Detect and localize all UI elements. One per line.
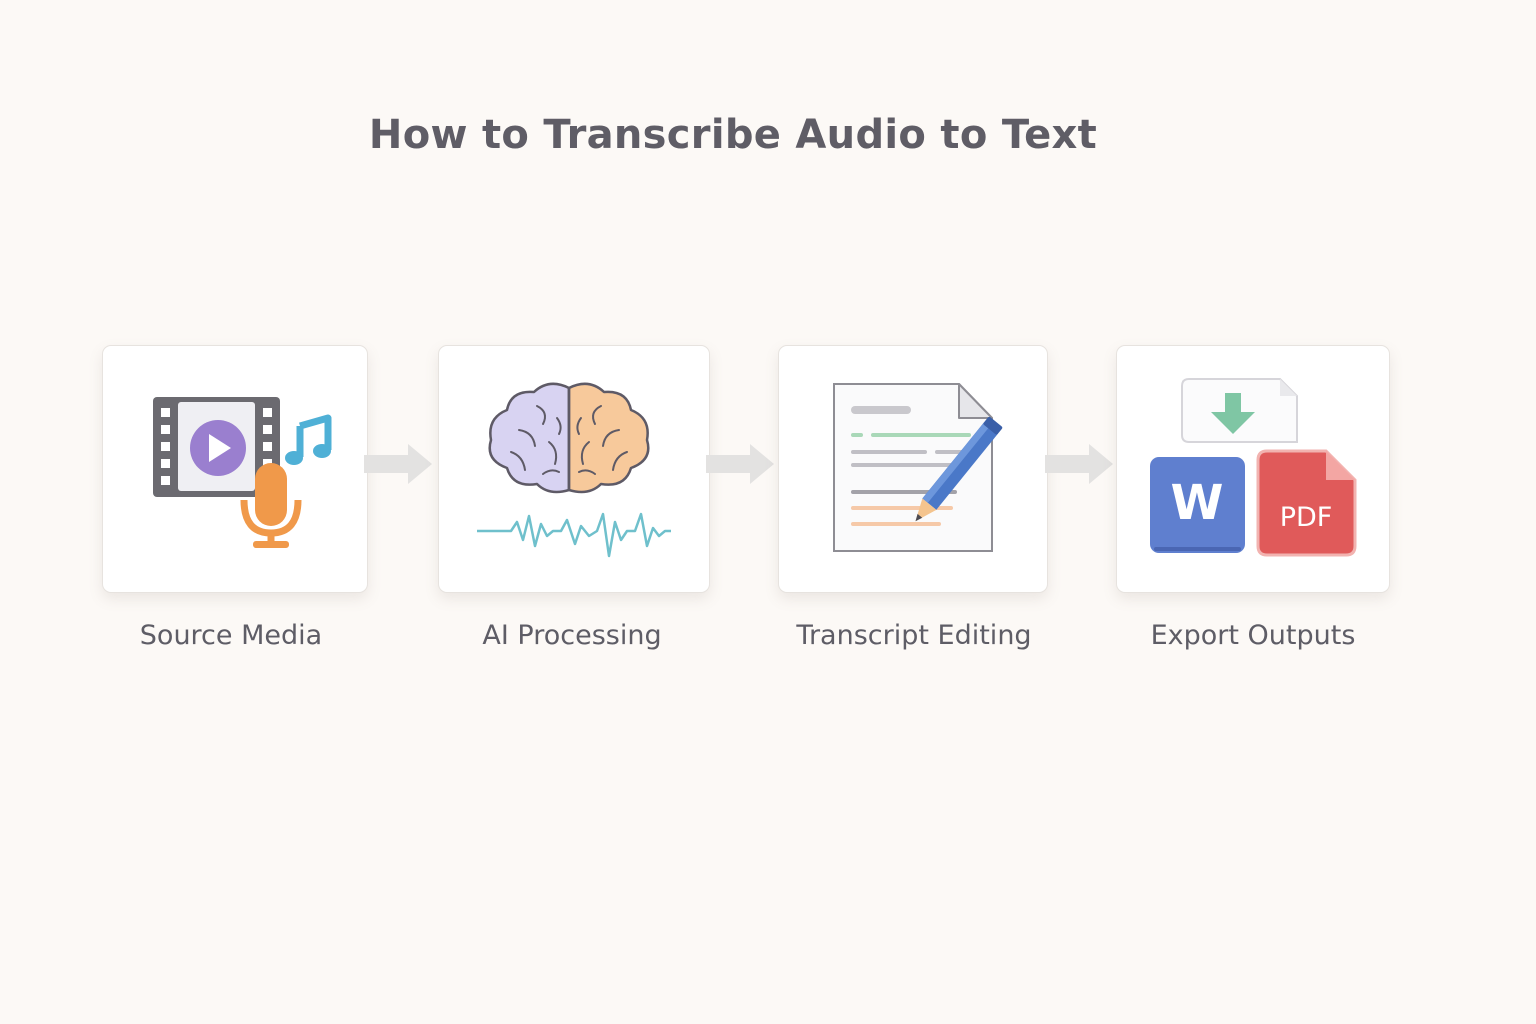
step-card-export-outputs: W PDF <box>1116 345 1390 593</box>
diagram-title: How to Transcribe Audio to Text <box>368 112 1098 158</box>
step-card-ai-processing <box>438 345 710 593</box>
word-icon: W <box>1150 457 1245 553</box>
step-label-ai-processing: AI Processing <box>482 620 662 651</box>
step-card-transcript-editing <box>778 345 1048 593</box>
step-label-transcript-editing: Transcript Editing <box>796 620 1032 651</box>
microphone-icon <box>240 463 302 548</box>
music-note-icon <box>285 414 332 465</box>
word-letter: W <box>1171 475 1224 531</box>
step-label-source-media: Source Media <box>139 620 323 651</box>
step-card-source-media <box>102 345 368 593</box>
arrow-icon <box>364 444 432 484</box>
pencil-icon <box>915 416 1003 522</box>
brain-icon <box>488 382 650 494</box>
pdf-icon: PDF <box>1256 449 1357 557</box>
play-icon <box>190 420 246 476</box>
pdf-label: PDF <box>1280 502 1333 533</box>
step-label-export-outputs: Export Outputs <box>1150 620 1356 651</box>
document-icon <box>833 383 993 552</box>
arrow-icon <box>706 444 774 484</box>
arrow-icon <box>1045 444 1113 484</box>
download-icon <box>1181 378 1298 443</box>
waveform-icon <box>477 512 671 558</box>
